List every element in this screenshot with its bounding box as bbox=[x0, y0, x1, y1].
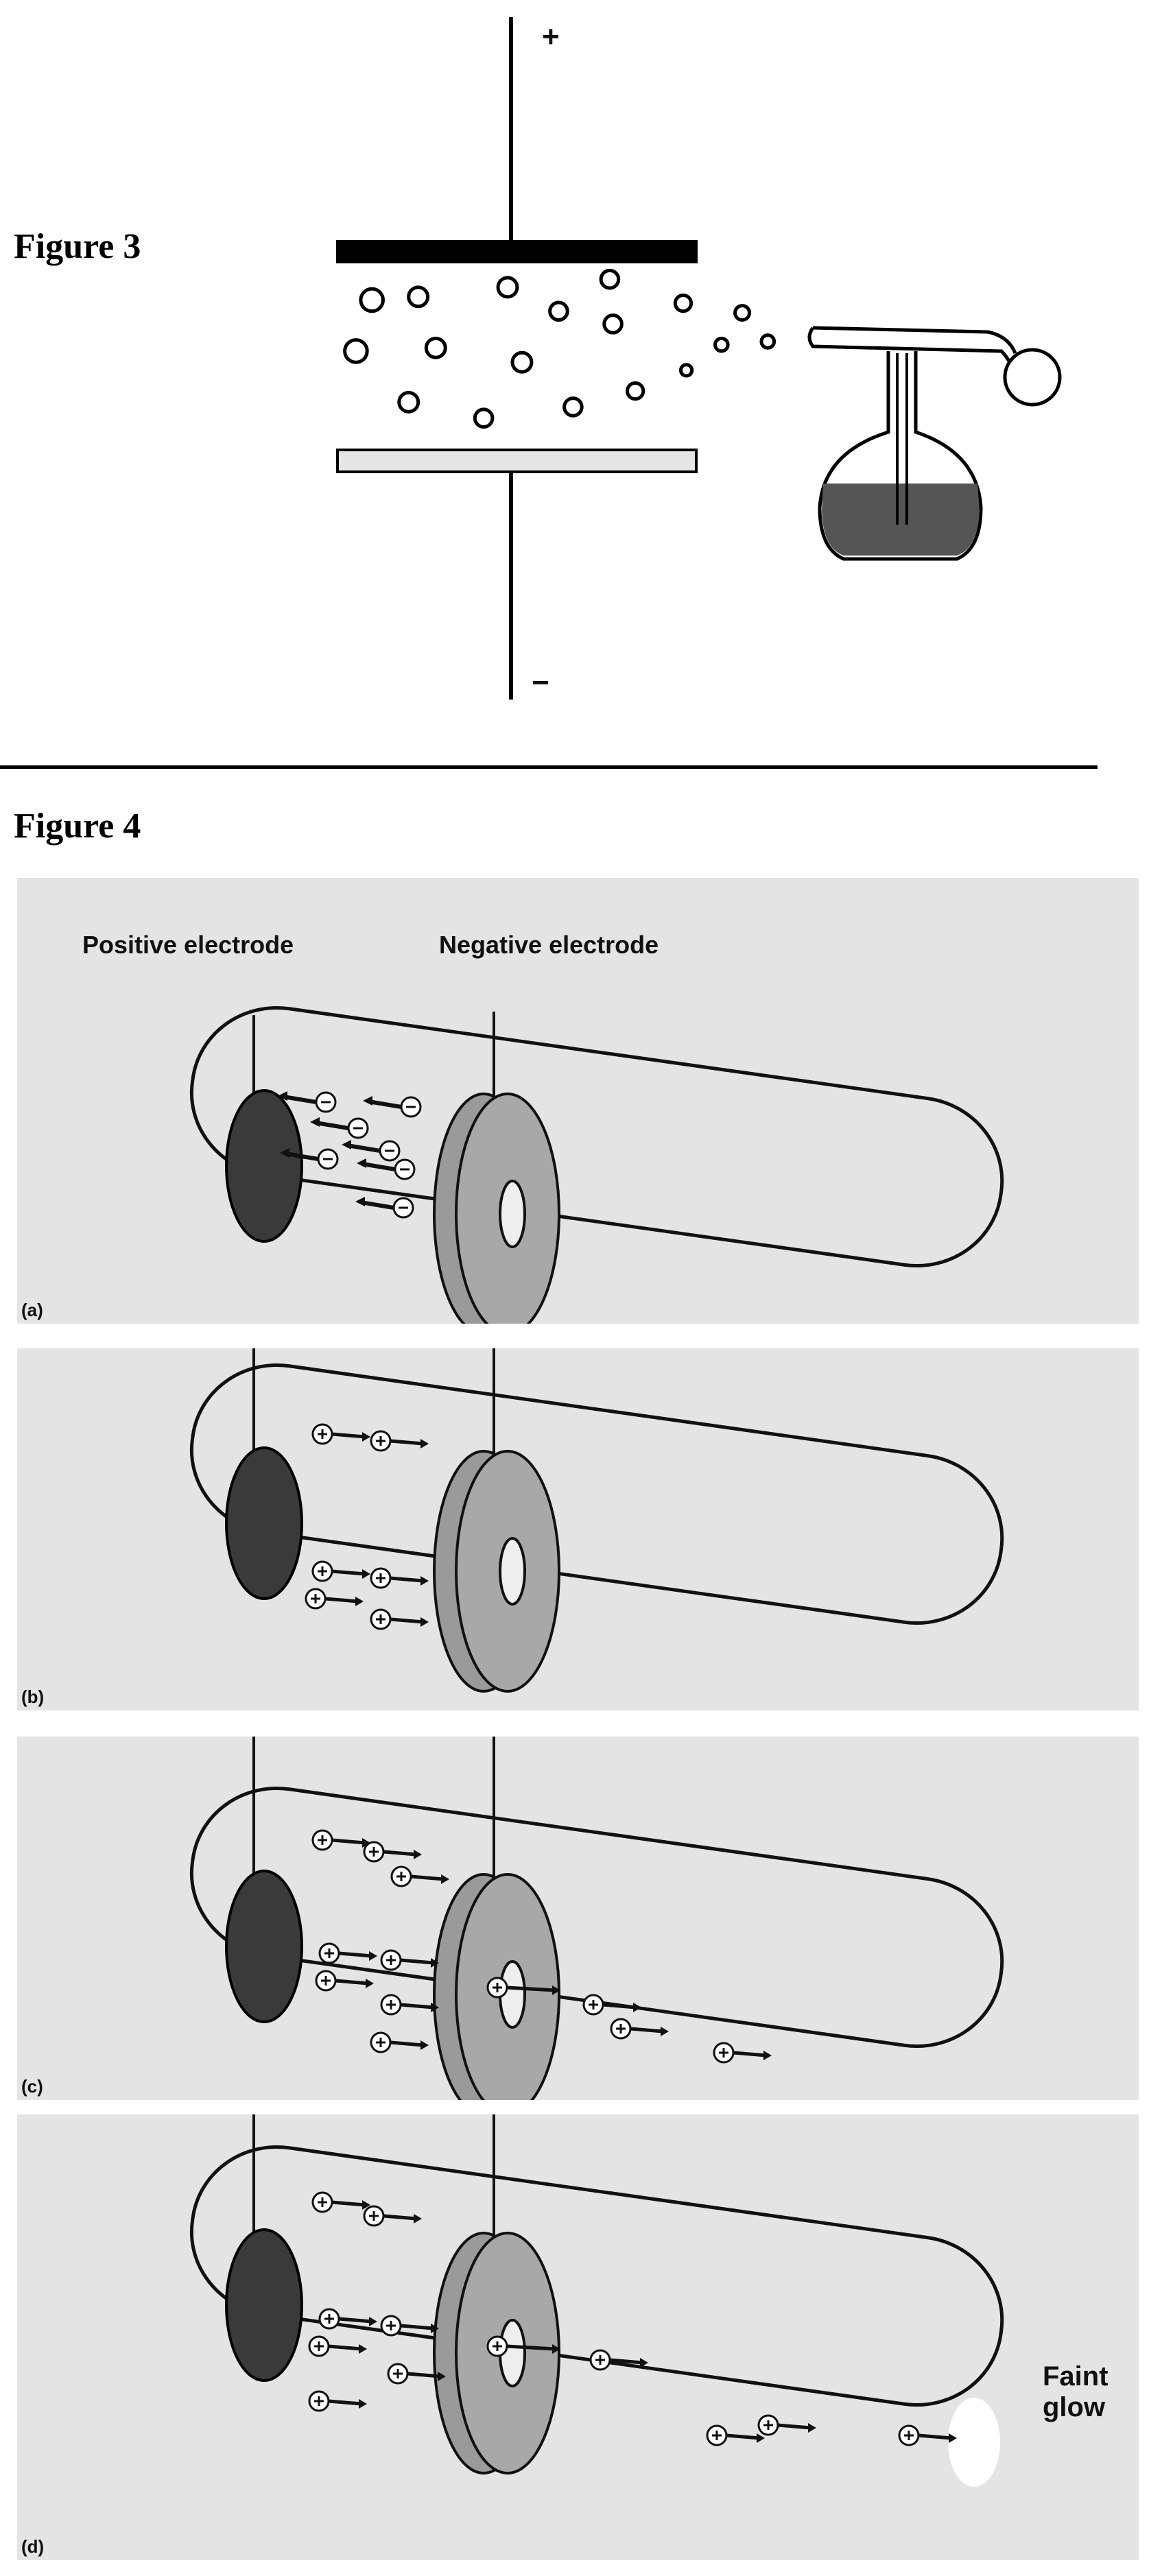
panel-label: (d) bbox=[21, 2536, 45, 2557]
positive-ion bbox=[589, 2349, 648, 2371]
oil-droplet bbox=[678, 363, 694, 378]
positive-ion bbox=[380, 2315, 439, 2337]
panel-label: (c) bbox=[21, 2076, 43, 2097]
figure-3-label: Figure 3 bbox=[14, 227, 141, 266]
panel-c: +−(c) bbox=[17, 1737, 1139, 2100]
positive-ion bbox=[898, 2424, 957, 2446]
positive-ion bbox=[582, 1994, 641, 2016]
electron bbox=[342, 1140, 401, 1162]
electron bbox=[280, 1148, 339, 1170]
glass-tube bbox=[189, 1006, 1004, 1267]
positive-ion bbox=[757, 2414, 816, 2436]
oil-droplet bbox=[562, 396, 584, 418]
oil-droplet bbox=[626, 381, 645, 401]
oil-droplet bbox=[510, 350, 534, 374]
electrode-hole bbox=[499, 1180, 526, 1248]
oil-droplet bbox=[759, 333, 776, 350]
positive-electrode bbox=[225, 1870, 303, 2023]
positive-ion bbox=[387, 2363, 446, 2385]
oil-droplet bbox=[733, 304, 752, 322]
glass-tube bbox=[189, 1787, 1004, 2048]
separator-line bbox=[0, 765, 1098, 769]
positive-ion bbox=[380, 1994, 439, 2016]
minus-sign: − bbox=[532, 666, 549, 700]
positive-ion bbox=[713, 2042, 772, 2064]
glass-tube bbox=[189, 1363, 1004, 1625]
panel-label: (a) bbox=[21, 1300, 43, 1320]
electron bbox=[357, 1158, 416, 1180]
panel-a: Positive electrode Negative electrode (a) bbox=[17, 878, 1139, 1324]
positive-ion bbox=[610, 2018, 669, 2040]
positive-ion bbox=[318, 1942, 377, 1964]
positive-electrode bbox=[225, 1446, 303, 1600]
figure-4-label: Figure 4 bbox=[14, 807, 141, 846]
faint-glow-label-line2: glow bbox=[1043, 2392, 1106, 2422]
positive-ion bbox=[706, 2424, 765, 2446]
atomizer-icon bbox=[807, 326, 1062, 561]
positive-ion bbox=[311, 1423, 370, 1445]
positive-ion bbox=[305, 1588, 364, 1610]
oil-droplet bbox=[713, 336, 730, 353]
oil-droplet bbox=[407, 285, 430, 309]
electrode-hole bbox=[499, 1537, 526, 1606]
positive-ion bbox=[318, 2308, 377, 2330]
positive-ion bbox=[380, 1949, 439, 1971]
positive-ion bbox=[308, 2390, 367, 2412]
positive-ion bbox=[370, 1430, 429, 1452]
positive-ion bbox=[308, 2335, 367, 2357]
oil-droplet bbox=[599, 268, 621, 290]
positive-ion bbox=[363, 2205, 422, 2227]
oil-droplet bbox=[548, 300, 569, 322]
positive-ion bbox=[311, 1560, 370, 1582]
positive-ion bbox=[363, 1841, 422, 1863]
oil-droplet bbox=[359, 287, 385, 313]
faint-glow-label-line1: Faint bbox=[1043, 2361, 1108, 2392]
positive-ion bbox=[315, 1970, 374, 1992]
oil-droplet bbox=[673, 293, 693, 313]
positive-ion bbox=[311, 2191, 370, 2213]
electron bbox=[363, 1096, 422, 1118]
positive-ion bbox=[370, 1567, 429, 1589]
oil-droplet bbox=[496, 276, 519, 299]
positive-ion bbox=[486, 1977, 560, 1999]
oil-droplet bbox=[343, 338, 369, 364]
positive-ion bbox=[311, 1829, 370, 1851]
electron bbox=[355, 1197, 414, 1219]
positive-electrode bbox=[225, 2228, 303, 2382]
positive-ion bbox=[370, 1608, 429, 1630]
positive-ion bbox=[390, 1865, 449, 1887]
panel-label: (b) bbox=[21, 1686, 45, 1707]
positive-ion bbox=[370, 2031, 429, 2053]
top-plate bbox=[336, 240, 698, 263]
faint-glow bbox=[948, 2398, 1000, 2487]
bottom-plate bbox=[336, 449, 698, 473]
panel-b: +−(b) bbox=[17, 1348, 1139, 1710]
positive-electrode bbox=[225, 1089, 303, 1243]
figure-3-oil-drop-diagram: + − bbox=[336, 17, 1062, 700]
oil-droplets bbox=[343, 268, 776, 429]
negative-electrode-label: Negative electrode bbox=[439, 931, 659, 959]
plus-sign: + bbox=[542, 20, 560, 53]
electron bbox=[278, 1091, 337, 1113]
positive-ion bbox=[486, 2335, 560, 2357]
oil-droplet bbox=[602, 313, 624, 335]
oil-droplet bbox=[397, 390, 420, 414]
electron bbox=[310, 1117, 369, 1139]
oil-droplet bbox=[424, 336, 447, 359]
positive-electrode-label: Positive electrode bbox=[82, 931, 294, 959]
oil-droplet bbox=[473, 407, 495, 429]
glass-tube bbox=[189, 2145, 1004, 2407]
